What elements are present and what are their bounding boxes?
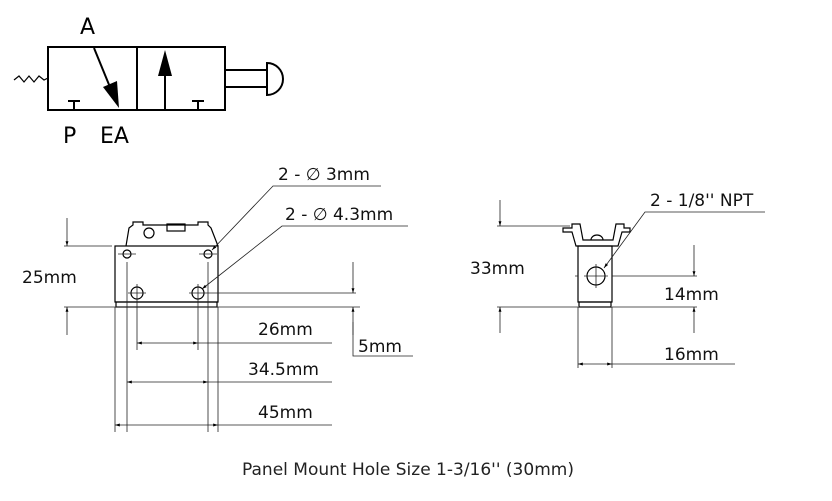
dim-spacing-26mm: 26mm [258, 320, 313, 340]
dim-width-45mm: 45mm [258, 403, 313, 423]
push-button-icon [266, 61, 284, 97]
valve-symbol: A P EA [13, 15, 284, 149]
port-ea-label: EA [100, 124, 129, 149]
dim-spacing-34-5mm: 34.5mm [248, 360, 319, 380]
dim-offset-5mm: 5mm [358, 337, 402, 357]
front-view: 25mm 5mm 26mm 34.5mm 45mm 2 - ∅ 3mm 2 - … [22, 165, 413, 432]
panel-mount-caption: Panel Mount Hole Size 1-3/16'' (30mm) [242, 460, 574, 480]
plunger [224, 69, 268, 88]
dim-height-25mm: 25mm [22, 268, 77, 288]
spring-icon [13, 75, 49, 83]
callout-3mm-holes: 2 - ∅ 3mm [278, 165, 370, 185]
dim-height-33mm: 33mm [470, 259, 525, 279]
port-a-label: A [80, 15, 95, 40]
port-p-label: P [63, 124, 76, 149]
dim-port-height-14mm: 14mm [664, 285, 719, 305]
side-view: 33mm 14mm 16mm 2 - 1/8'' NPT [470, 191, 765, 368]
callout-npt-ports: 2 - 1/8'' NPT [650, 191, 754, 211]
callout-4-3mm-holes: 2 - ∅ 4.3mm [285, 205, 393, 225]
dim-width-16mm: 16mm [664, 345, 719, 365]
